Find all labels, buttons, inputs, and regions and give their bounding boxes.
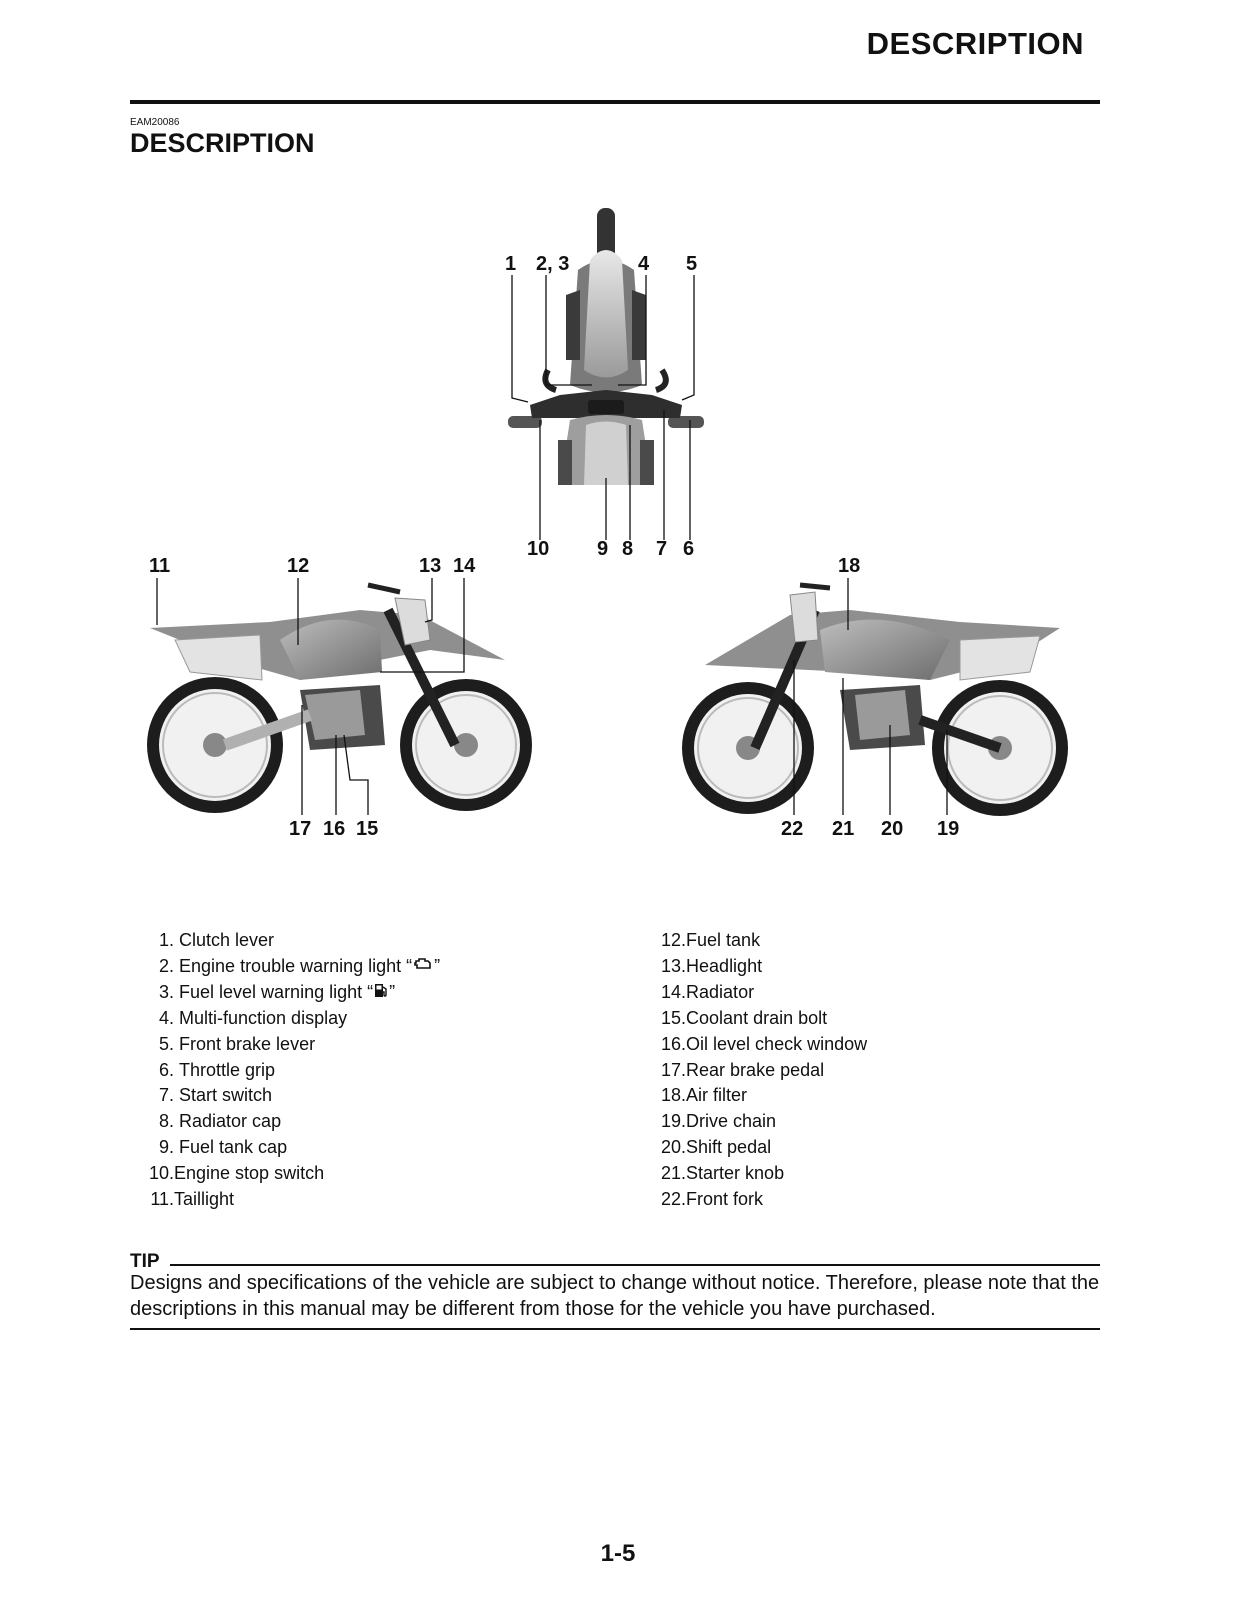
parts-list-right: 12.Fuel tank 13.Headlight 14.Radiator 15…	[661, 928, 1101, 1213]
list-item: 10.Engine stop switch	[147, 1161, 607, 1187]
list-item: 12.Fuel tank	[661, 928, 1101, 954]
callout-12: 12	[287, 555, 309, 577]
callout-18: 18	[838, 555, 860, 577]
tip-rule-bottom	[130, 1328, 1100, 1330]
callout-1: 1	[505, 253, 516, 275]
tip-rule-top	[170, 1264, 1100, 1266]
callout-14: 14	[453, 555, 476, 577]
list-item: 22.Front fork	[661, 1187, 1101, 1213]
callout-15: 15	[356, 818, 378, 840]
list-item: 5. Front brake lever	[147, 1032, 607, 1058]
callout-10: 10	[527, 538, 549, 560]
list-item: 8. Radiator cap	[147, 1109, 607, 1135]
callout-13: 13	[419, 555, 441, 577]
top-view-photo	[508, 200, 704, 490]
list-item: 19.Drive chain	[661, 1109, 1101, 1135]
callout-6: 6	[683, 538, 694, 560]
engine-warning-icon	[413, 954, 433, 980]
list-item: 15.Coolant drain bolt	[661, 1006, 1101, 1032]
callout-8: 8	[622, 538, 633, 560]
list-item: 1. Clutch lever	[147, 928, 607, 954]
list-item: 2. Engine trouble warning light “”	[147, 954, 607, 980]
callout-22: 22	[781, 818, 803, 840]
list-item: 7. Start switch	[147, 1083, 607, 1109]
callout-20: 20	[881, 818, 903, 840]
callout-21: 21	[832, 818, 854, 840]
list-item: 9. Fuel tank cap	[147, 1135, 607, 1161]
left-side-photo	[147, 585, 532, 813]
list-item: 20.Shift pedal	[661, 1135, 1101, 1161]
callout-5: 5	[686, 253, 697, 275]
list-item: 11.Taillight	[147, 1187, 607, 1213]
list-item: 16.Oil level check window	[661, 1032, 1101, 1058]
callout-19: 19	[937, 818, 959, 840]
page-number: 1-5	[0, 1540, 1236, 1568]
list-item: 21.Starter knob	[661, 1161, 1101, 1187]
list-item: 17.Rear brake pedal	[661, 1058, 1101, 1084]
callout-2-3: 2, 3	[536, 253, 569, 275]
callout-9: 9	[597, 538, 608, 560]
callout-7: 7	[656, 538, 667, 560]
list-item: 13.Headlight	[661, 954, 1101, 980]
list-item: 4. Multi-function display	[147, 1006, 607, 1032]
list-item: 3. Fuel level warning light “”	[147, 980, 607, 1006]
right-side-photo	[682, 585, 1068, 816]
list-item: 14.Radiator	[661, 980, 1101, 1006]
callout-4: 4	[638, 253, 650, 275]
callout-16: 16	[323, 818, 345, 840]
parts-list-left: 1. Clutch lever 2. Engine trouble warnin…	[147, 928, 607, 1213]
fuel-pump-icon	[374, 980, 388, 1006]
tip-text: Designs and specifications of the vehicl…	[130, 1270, 1105, 1322]
callout-17: 17	[289, 818, 311, 840]
motorcycle-figure: 1 2, 3 4 5 10 9 8 7 6	[0, 0, 1236, 880]
callout-11: 11	[149, 555, 170, 577]
list-item: 18.Air filter	[661, 1083, 1101, 1109]
list-item: 6. Throttle grip	[147, 1058, 607, 1084]
